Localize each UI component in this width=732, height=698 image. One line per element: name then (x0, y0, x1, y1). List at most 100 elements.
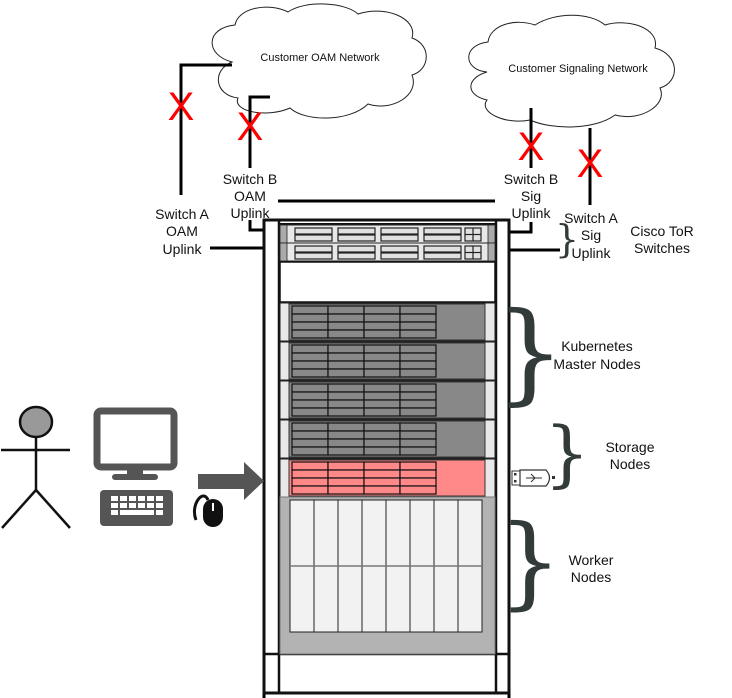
drive-bay (399, 391, 437, 401)
drive-bay (291, 422, 329, 432)
drive-bay (363, 344, 401, 354)
drive-bay (399, 368, 437, 378)
drive-bay (327, 313, 365, 323)
drive-bay (363, 461, 401, 471)
brace-icon: } (498, 503, 562, 620)
drive-bay (363, 383, 401, 393)
tor-switch (279, 242, 496, 262)
mouse-icon (193, 494, 223, 527)
worker-blade (289, 499, 315, 567)
master-node (279, 341, 496, 381)
drive-bay (327, 461, 365, 471)
switch-a-oam-uplink-label: Switch A OAM Uplink (155, 206, 209, 257)
drive-bay (291, 430, 329, 440)
drive-bay (327, 438, 365, 448)
drive-bay (363, 360, 401, 370)
switch-port (423, 252, 462, 260)
user-stick-figure-icon (1, 405, 71, 529)
svg-text:Uplink: Uplink (231, 205, 271, 221)
svg-text:Switch B: Switch B (223, 171, 277, 187)
keyboard-key (156, 496, 163, 501)
drive-bay (327, 469, 365, 479)
worker-blade (313, 565, 339, 633)
drive-bay (291, 344, 329, 354)
drive-bay (399, 446, 437, 456)
drive-bay (291, 383, 329, 393)
drive-bay (291, 477, 329, 487)
drive-bay (399, 461, 437, 471)
drive-bay (363, 329, 401, 339)
drive-bay (291, 360, 329, 370)
drive-bay (291, 399, 329, 409)
switch-port (380, 245, 419, 253)
master-nodes-group: } Kubernetes Master Nodes (495, 288, 641, 416)
drive-bay (291, 438, 329, 448)
svg-text:Uplink: Uplink (163, 241, 203, 257)
drive-bay (363, 438, 401, 448)
disconnect-x-icon: X (577, 142, 604, 186)
keyboard-key (129, 503, 136, 508)
drive-bay (399, 313, 437, 323)
drive-bay (291, 461, 329, 471)
disconnect-x-icon: X (168, 85, 195, 129)
switch-a-sig-uplink-label: Switch A Sig Uplink (564, 210, 618, 261)
drive-bay (291, 407, 329, 417)
drive-bay (327, 305, 365, 315)
drive-bay (327, 407, 365, 417)
svg-text:OAM: OAM (234, 188, 266, 204)
svg-text:Uplink: Uplink (572, 245, 612, 261)
cisco-tor-switches (279, 224, 496, 262)
switch-port (337, 252, 376, 260)
worker-blade (313, 499, 339, 567)
switch-port (337, 234, 376, 242)
usb-stick-icon (511, 469, 555, 487)
brace-icon: } (495, 288, 565, 416)
tor-switch (279, 224, 496, 244)
switch-a-oam-uplink-line (179, 63, 232, 195)
drive-bay (291, 329, 329, 339)
drive-bay (363, 352, 401, 362)
master-node (279, 302, 496, 342)
switch-port (423, 245, 462, 253)
drive-bay (291, 352, 329, 362)
drive-bay (327, 430, 365, 440)
keyboard-key (138, 503, 145, 508)
worker-blade (457, 565, 483, 633)
worker-blade (289, 565, 315, 633)
customer-signaling-network-cloud: Customer Signaling Network (468, 14, 675, 128)
drive-bay (399, 438, 437, 448)
drive-bay (399, 407, 437, 417)
svg-text:Switch A: Switch A (155, 206, 209, 222)
keyboard-key (147, 503, 154, 508)
svg-text:OAM: OAM (166, 223, 198, 239)
keyboard-key (156, 503, 163, 508)
worker-blade (409, 499, 435, 567)
keyboard-key (147, 496, 154, 501)
switch-port (423, 227, 462, 235)
keyboard-key (156, 510, 163, 515)
svg-text:Sig: Sig (521, 188, 541, 204)
drive-bay (291, 313, 329, 323)
switch-port (423, 234, 462, 242)
drive-bay (327, 321, 365, 331)
customer-oam-network-cloud: Customer OAM Network (211, 3, 427, 119)
switch-port (294, 234, 333, 242)
brace-icon: } (544, 411, 590, 495)
drive-bay (399, 477, 437, 487)
drive-bay (399, 344, 437, 354)
switch-port (294, 227, 333, 235)
drive-bay (363, 391, 401, 401)
drive-bay (327, 485, 365, 495)
empty-rack-slot (279, 261, 496, 303)
svg-text:Nodes: Nodes (610, 456, 650, 472)
drive-bay (399, 305, 437, 315)
drive-bay (399, 360, 437, 370)
keyboard-key (120, 503, 127, 508)
switch-port (380, 252, 419, 260)
worker-blade (409, 565, 435, 633)
worker-nodes-chassis (279, 496, 496, 655)
switch-port (294, 245, 333, 253)
switch-port (337, 227, 376, 235)
worker-nodes-group: } Worker Nodes (498, 503, 614, 620)
